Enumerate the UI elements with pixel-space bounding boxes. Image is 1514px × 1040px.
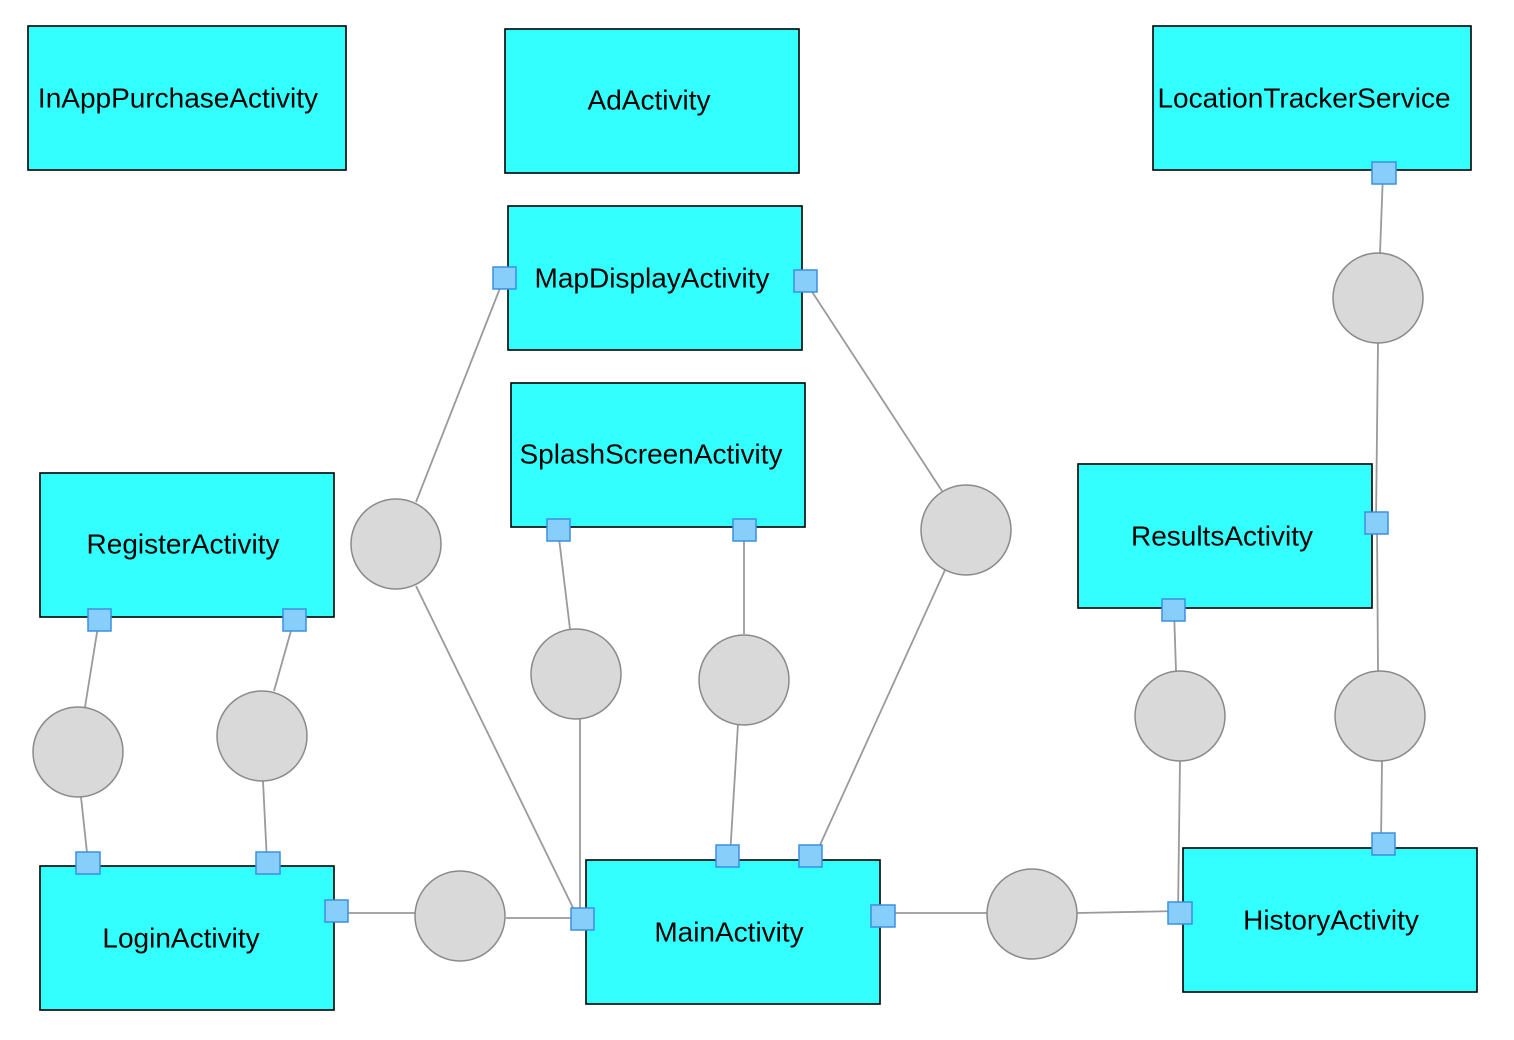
port[interactable] xyxy=(324,899,349,923)
connector-node[interactable] xyxy=(920,484,1012,576)
connectors xyxy=(32,252,1426,962)
activity-label: MapDisplayActivity xyxy=(535,263,770,294)
activity-register[interactable]: RegisterActivity xyxy=(39,472,335,618)
connector-node[interactable] xyxy=(530,628,622,720)
activity-label: LocationTrackerService xyxy=(1157,83,1450,114)
port[interactable] xyxy=(570,907,595,931)
connector-node[interactable] xyxy=(1134,670,1226,762)
port[interactable] xyxy=(1371,832,1396,856)
port[interactable] xyxy=(75,851,101,875)
links xyxy=(80,172,1384,919)
activity-label: SplashScreenActivity xyxy=(519,439,782,470)
connector-node[interactable] xyxy=(986,868,1078,960)
connector-node[interactable] xyxy=(350,498,442,590)
activity-location-tracker[interactable]: LocationTrackerService xyxy=(1152,25,1472,171)
link xyxy=(1376,521,1379,672)
activity-label: AdActivity xyxy=(588,85,711,116)
link xyxy=(262,780,268,863)
connector-node[interactable] xyxy=(32,706,124,798)
port[interactable] xyxy=(732,518,757,542)
activity-in-app-purchase[interactable]: InAppPurchaseActivity xyxy=(27,25,347,171)
port[interactable] xyxy=(282,608,307,632)
link xyxy=(729,723,739,857)
port[interactable] xyxy=(1364,511,1389,535)
activity-label: ResultsActivity xyxy=(1131,521,1313,552)
port[interactable] xyxy=(1371,161,1397,185)
connector-node[interactable] xyxy=(414,870,506,962)
activity-label: HistoryActivity xyxy=(1243,905,1419,936)
connector-node[interactable] xyxy=(1332,252,1424,344)
link xyxy=(1375,341,1379,523)
activity-label: LoginActivity xyxy=(102,923,259,954)
activity-ad[interactable]: AdActivity xyxy=(504,28,800,174)
port[interactable] xyxy=(793,269,818,293)
activity-label: InAppPurchaseActivity xyxy=(38,83,318,114)
activity-splash-screen[interactable]: SplashScreenActivity xyxy=(510,382,806,528)
link xyxy=(814,569,946,857)
port[interactable] xyxy=(492,266,517,290)
port[interactable] xyxy=(715,844,740,868)
link xyxy=(80,796,89,863)
port[interactable] xyxy=(870,904,896,928)
activity-main[interactable]: MainActivity xyxy=(585,859,881,1005)
connector-node[interactable] xyxy=(698,634,790,726)
port[interactable] xyxy=(1167,901,1193,925)
link xyxy=(273,619,295,692)
port[interactable] xyxy=(1161,598,1186,622)
link xyxy=(1177,760,1181,914)
connector-node[interactable] xyxy=(216,690,308,782)
activity-results[interactable]: ResultsActivity xyxy=(1077,463,1373,609)
link xyxy=(1379,172,1384,254)
port[interactable] xyxy=(255,851,281,875)
connector-node[interactable] xyxy=(1334,670,1426,762)
link xyxy=(84,619,100,708)
link xyxy=(804,280,943,492)
link xyxy=(415,277,505,503)
ports xyxy=(75,161,1397,931)
activity-map-display[interactable]: MapDisplayActivity xyxy=(507,205,803,351)
link xyxy=(557,529,571,630)
port[interactable] xyxy=(798,844,823,868)
link xyxy=(1076,910,1181,914)
port[interactable] xyxy=(87,608,112,632)
link xyxy=(1380,760,1383,845)
port[interactable] xyxy=(546,518,571,542)
activity-label: RegisterActivity xyxy=(87,529,280,560)
link xyxy=(415,585,579,919)
activity-login[interactable]: LoginActivity xyxy=(39,865,335,1011)
activity-history[interactable]: HistoryActivity xyxy=(1182,847,1478,993)
activity-label: MainActivity xyxy=(654,917,803,948)
